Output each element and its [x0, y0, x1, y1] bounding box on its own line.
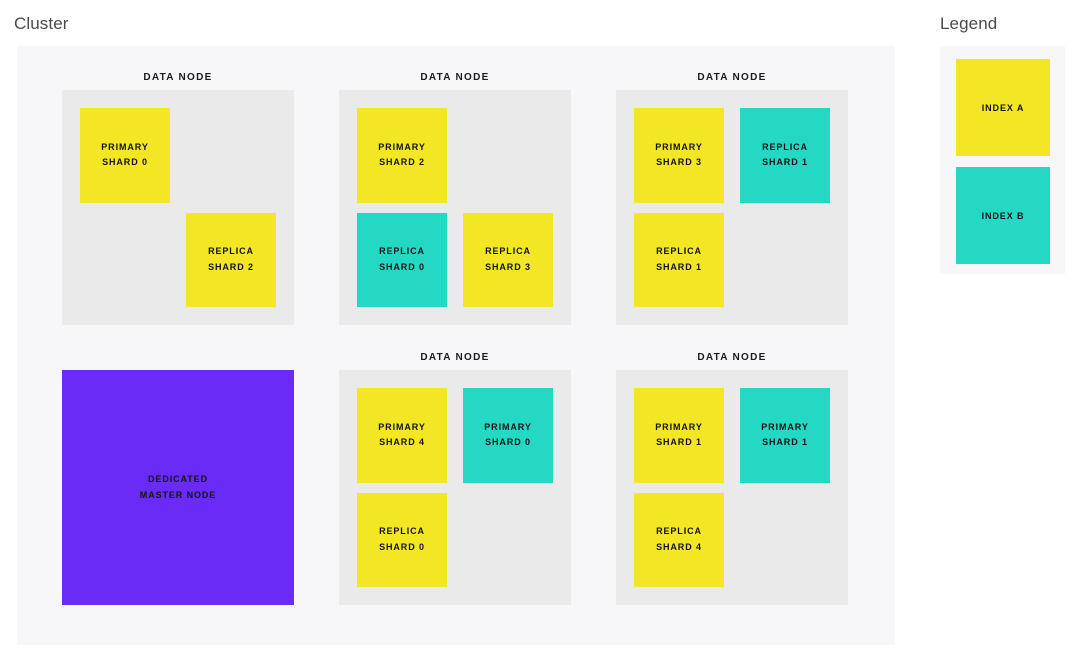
master-node-line-1: DEDICATED — [148, 473, 208, 484]
shard-number: SHARD 2 — [379, 157, 425, 168]
shard-number: SHARD 2 — [208, 261, 254, 272]
legend-panel: INDEX A INDEX B — [940, 46, 1065, 274]
shard-box[interactable]: REPLICA SHARD 1 — [634, 212, 724, 307]
shard-box[interactable]: PRIMARY SHARD 2 — [357, 108, 447, 203]
data-node-label: DATA NODE — [420, 352, 490, 363]
data-node-label: DATA NODE — [697, 352, 767, 363]
shard-number: SHARD 1 — [762, 437, 808, 448]
shard-number: SHARD 3 — [656, 157, 702, 168]
shard-kind: PRIMARY — [655, 421, 703, 432]
shard-kind: REPLICA — [656, 526, 702, 536]
shard-slot-empty — [463, 493, 553, 588]
shard-number: SHARD 4 — [379, 437, 425, 448]
master-node-line-2: MASTER NODE — [139, 489, 217, 500]
shard-kind: REPLICA — [656, 246, 702, 256]
shard-kind: REPLICA — [379, 246, 425, 256]
data-node-label: DATA NODE — [143, 72, 213, 83]
shard-number: SHARD 1 — [656, 437, 702, 448]
shard-slot-empty — [80, 213, 170, 308]
master-node-cell: DEDICATED MASTER NODE — [62, 340, 339, 620]
shard-number: SHARD 0 — [379, 261, 425, 272]
shard-kind: PRIMARY — [484, 421, 532, 432]
shard-number: SHARD 0 — [485, 437, 531, 448]
shard-slot-empty — [740, 213, 830, 308]
shard-kind: PRIMARY — [761, 421, 809, 432]
legend-item-index-a[interactable]: INDEX A — [956, 59, 1050, 156]
shard-box[interactable]: REPLICA SHARD 3 — [463, 212, 553, 307]
shard-kind: REPLICA — [762, 141, 808, 152]
legend-title: Legend — [940, 14, 998, 33]
legend-item-list: INDEX A INDEX B — [956, 59, 1050, 264]
shard-box[interactable]: PRIMARY SHARD 1 — [634, 388, 724, 483]
data-node-box: PRIMARY SHARD 2 REPLICA SHARD 0 REPLICA SHARD… — [339, 90, 571, 325]
shard-kind: PRIMARY — [101, 141, 149, 152]
data-node-box: PRIMARY SHARD 3 REPLICA SHARD 1 REPLICA SHARD… — [616, 90, 848, 325]
shard-box[interactable]: PRIMARY SHARD 0 — [463, 388, 553, 483]
shard-box[interactable]: PRIMARY SHARD 3 — [634, 108, 724, 203]
legend-item-index-b[interactable]: INDEX B — [956, 167, 1050, 264]
shard-box[interactable]: PRIMARY SHARD 1 — [740, 388, 830, 483]
dedicated-master-node[interactable]: DEDICATED MASTER NODE — [62, 370, 294, 605]
legend-item-label: INDEX A — [981, 102, 1025, 113]
shard-number: SHARD 4 — [656, 541, 702, 552]
legend-item-label: INDEX B — [981, 210, 1025, 221]
data-node-5: DATA NODE PRIMARY SHARD 1 PRIMARY SHARD 1 REP… — [616, 340, 893, 620]
shard-kind: REPLICA — [208, 246, 254, 256]
shard-kind: PRIMARY — [378, 141, 426, 152]
shard-box[interactable]: REPLICA SHARD 4 — [634, 492, 724, 587]
shard-kind: PRIMARY — [378, 421, 426, 432]
shard-kind: PRIMARY — [655, 141, 703, 152]
shard-box[interactable]: REPLICA SHARD 0 — [357, 212, 447, 307]
shard-number: SHARD 1 — [656, 261, 702, 272]
data-node-1: DATA NODE PRIMARY SHARD 0 REPLICA SHARD 2 — [62, 60, 339, 340]
shard-box[interactable]: PRIMARY SHARD 0 — [80, 108, 170, 203]
shard-number: SHARD 1 — [762, 157, 808, 168]
shard-box[interactable]: REPLICA SHARD 2 — [186, 212, 276, 307]
data-node-box: PRIMARY SHARD 0 REPLICA SHARD 2 — [62, 90, 294, 325]
data-node-box: PRIMARY SHARD 1 PRIMARY SHARD 1 REPLICA SHARD… — [616, 370, 848, 605]
shard-kind: REPLICA — [485, 246, 531, 256]
shard-slot-empty — [186, 108, 276, 203]
shard-slot-empty — [463, 108, 553, 203]
shard-slot-empty — [740, 493, 830, 588]
data-node-label: DATA NODE — [697, 72, 767, 83]
cluster-title: Cluster — [14, 14, 69, 33]
shard-kind: REPLICA — [379, 526, 425, 536]
shard-number: SHARD 0 — [379, 541, 425, 552]
shard-box[interactable]: REPLICA SHARD 0 — [357, 492, 447, 587]
data-node-box: PRIMARY SHARD 4 PRIMARY SHARD 0 REPLICA SHARD… — [339, 370, 571, 605]
shard-number: SHARD 0 — [102, 157, 148, 168]
shard-box[interactable]: PRIMARY SHARD 4 — [357, 388, 447, 483]
shard-number: SHARD 3 — [485, 261, 531, 272]
data-node-label: DATA NODE — [420, 72, 490, 83]
shard-box[interactable]: REPLICA SHARD 1 — [740, 108, 830, 203]
